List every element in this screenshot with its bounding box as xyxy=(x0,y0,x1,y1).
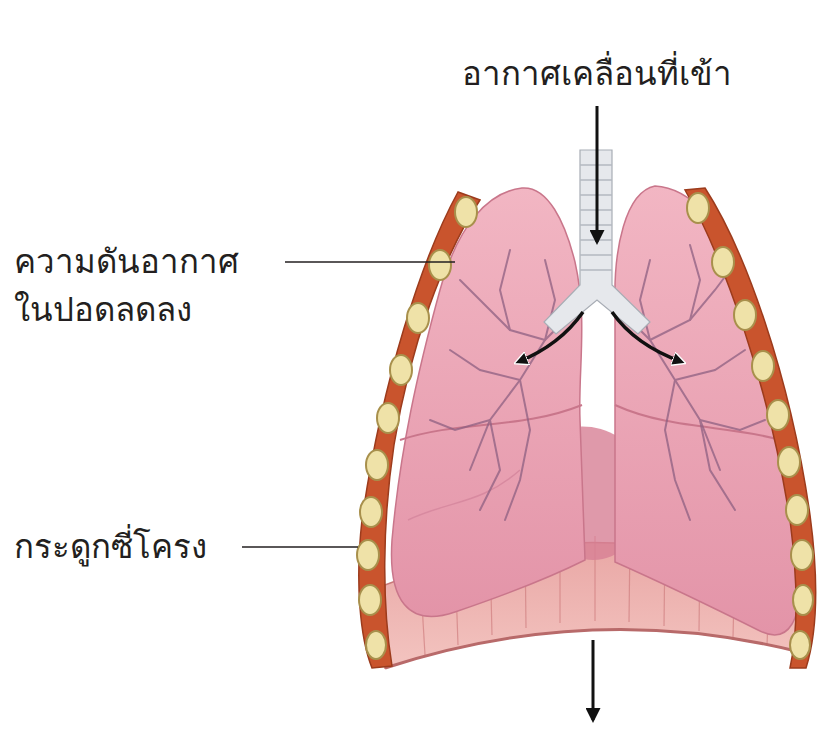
leader-line xyxy=(242,546,358,548)
flow-label: อากาศเคลื่อนที่เข้า xyxy=(437,50,757,98)
flow-arrows xyxy=(518,106,682,720)
part-label: กระดูกซี่โครง xyxy=(14,523,254,571)
part-label: ความดันอากาศ ในปอดลดลง xyxy=(14,238,276,334)
rib-cage xyxy=(357,188,816,668)
rib-symbol xyxy=(357,193,813,659)
leader-line xyxy=(285,261,455,263)
